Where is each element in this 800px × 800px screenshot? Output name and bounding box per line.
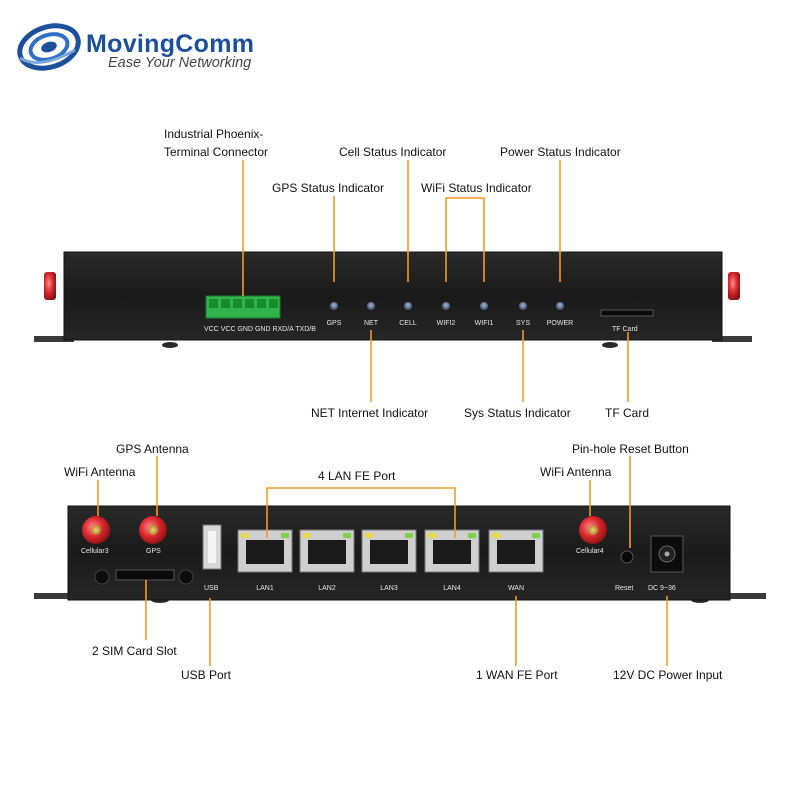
indicator-label: GPS [327,320,342,327]
callout-wifi-antenna-right: WiFi Antenna [540,465,612,479]
callout-usb-port: USB Port [181,668,232,682]
callout-sys-status: Sys Status Indicator [464,406,571,420]
callout-reset-button: Pin-hole Reset Button [572,442,689,456]
status-indicator-row: GPS NET CELL WIFI2 WIFI1 SYS POWER [327,302,573,327]
port-lan1: LAN1 [237,529,293,592]
gps-connector-label: GPS [146,548,161,555]
callout-gps-status: GPS Status Indicator [272,181,385,195]
indicator-gps: GPS [327,302,342,327]
led-cell-icon [404,302,412,310]
ethernet-port-row: LAN1 LAN2 LAN3 LAN4 WAN [237,529,544,592]
port-wan: WAN [488,529,544,592]
indicator-power: POWER [547,302,573,327]
indicator-wifi2: WIFI2 [437,302,456,327]
callout-sim-slot: 2 SIM Card Slot [92,644,177,658]
callout-gps-antenna: GPS Antenna [116,442,189,456]
usb-port-label: USB [204,585,219,592]
reset-button: Reset [615,550,634,592]
bottom-device-panel: Cellular3 GPS Cellular4 USB LAN1 LAN2 LAN3… [34,505,766,603]
gps-antenna-connector: GPS [139,516,167,555]
callout-dc-input: 12V DC Power Input [613,668,723,682]
top-device-panel: VCC VCC GND GND RXD/A TXD/B GPS NET CELL WI… [34,251,752,348]
dc-power-jack: DC 9~36 [648,535,684,592]
phoenix-terminal-connector: VCC VCC GND GND RXD/A TXD/B [204,295,316,333]
tf-card-slot-label: TF Card [612,326,638,333]
indicator-label: SYS [516,320,530,327]
indicator-label: NET [364,320,379,327]
indicator-label: CELL [399,320,417,327]
callout-wifi-antenna-left: WiFi Antenna [64,465,136,479]
port-label: WAN [508,585,524,592]
callout-tf-card: TF Card [605,406,650,420]
led-net-icon [367,302,375,310]
indicator-net: NET [364,302,379,327]
cellular3-label: Cellular3 [81,548,109,555]
led-power-icon [556,302,564,310]
cellular4-antenna-connector: Cellular4 [576,516,607,555]
cellular4-label: Cellular4 [576,548,604,555]
indicator-wifi1: WIFI1 [475,302,494,327]
brand-name: MovingComm [86,30,255,58]
callout-phoenix-line1: Industrial Phoenix- [164,127,264,141]
callout-lan-ports: 4 LAN FE Port [318,469,396,483]
port-lan4: LAN4 [424,529,480,592]
port-lan3: LAN3 [361,529,417,592]
callout-wifi-status: WiFi Status Indicator [421,181,532,195]
indicator-cell: CELL [399,302,417,327]
brand-tagline: Ease Your Networking [108,55,252,71]
sim-card-slot [94,569,194,585]
port-lan2: LAN2 [299,529,355,592]
callout-lines [97,160,668,666]
port-label: LAN4 [443,585,461,592]
callout-power-status: Power Status Indicator [500,145,621,159]
indicator-sys: SYS [516,302,530,327]
port-label: LAN2 [318,585,336,592]
port-label: LAN3 [380,585,398,592]
dc-label: DC 9~36 [648,585,676,592]
brand-logo-icon [17,23,81,71]
led-wifi1-icon [480,302,488,310]
cellular3-antenna-connector: Cellular3 [81,516,110,555]
tf-card-slot: TF Card [600,309,654,333]
callout-cell-status: Cell Status Indicator [339,145,447,159]
terminal-pin-labels: VCC VCC GND GND RXD/A TXD/B [204,326,316,333]
led-wifi2-icon [442,302,450,310]
led-sys-icon [519,302,527,310]
callout-net-internet: NET Internet Indicator [311,406,429,420]
indicator-label: POWER [547,320,573,327]
callout-wan-port: 1 WAN FE Port [476,668,558,682]
port-label: LAN1 [256,585,274,592]
indicator-label: WIFI2 [437,320,456,327]
indicator-label: WIFI1 [475,320,494,327]
usb-port: USB [202,524,222,592]
led-gps-icon [330,302,338,310]
reset-label: Reset [615,585,633,592]
callout-phoenix-line2: Terminal Connector [164,145,269,159]
